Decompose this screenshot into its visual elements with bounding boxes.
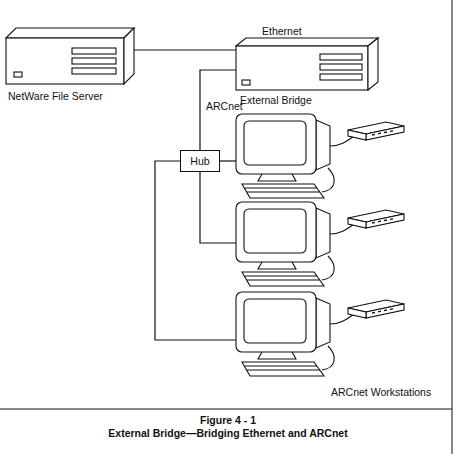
drive-bay (320, 74, 362, 80)
modem-front (366, 214, 404, 228)
power-switch (242, 80, 250, 85)
server-front (6, 38, 124, 84)
file-server-art (6, 28, 134, 84)
node-label: ARCnet Workstations (331, 386, 446, 398)
monitor-stand (258, 352, 296, 359)
monitor-back (316, 298, 330, 348)
server-top (6, 28, 134, 38)
workstation-art (236, 112, 406, 200)
network-label: ARCnet (206, 100, 243, 112)
monitor-body (236, 114, 316, 174)
modem-side (348, 218, 366, 228)
network-label: Ethernet (262, 25, 302, 37)
monitor-body (236, 202, 316, 262)
network-cable (155, 161, 236, 340)
keyboard-keys (245, 276, 320, 280)
modem-side (348, 308, 366, 318)
monitor-body (236, 292, 316, 352)
monitor-screen (244, 299, 306, 343)
modem-front (366, 304, 404, 318)
node-label: Hub (181, 155, 219, 167)
hub-box: Hub (180, 150, 220, 172)
server-side (124, 28, 134, 84)
external-bridge: External Bridge (236, 38, 378, 108)
modem-cable (330, 136, 354, 146)
external-bridge-art (236, 38, 378, 90)
figure-number: Figure 4 - 1 (0, 414, 456, 426)
drive-bay (72, 58, 116, 64)
drive-bay (320, 64, 362, 70)
monitor-back (316, 120, 330, 170)
bridge-side (368, 38, 378, 90)
keyboard-cable (322, 168, 334, 192)
keyboard-keys (245, 188, 320, 192)
modem-lights (372, 309, 393, 313)
network-cable (134, 49, 236, 50)
modem-cable (330, 314, 354, 324)
node-label: NetWare File Server (8, 90, 134, 102)
network-cable (200, 70, 236, 150)
caption-rule (0, 408, 452, 409)
workstation: ARCnet Workstations (236, 290, 446, 400)
workstation (236, 200, 406, 288)
drive-bay (72, 48, 116, 54)
bridge-top (236, 38, 378, 46)
drive-bay (320, 54, 362, 60)
frame-line (452, 0, 453, 454)
figure-caption: External Bridge—Bridging Ethernet and AR… (0, 427, 456, 439)
drive-bay (72, 68, 116, 74)
keyboard (242, 184, 324, 198)
keyboard-cable (322, 346, 334, 370)
monitor-stand (258, 174, 296, 181)
modem-front (366, 126, 404, 140)
network-cable (220, 160, 236, 161)
keyboard (242, 272, 324, 286)
monitor-screen (244, 121, 306, 165)
monitor-back (316, 208, 330, 258)
modem-lights (372, 131, 393, 135)
workstation (236, 112, 406, 200)
workstation-art (236, 290, 446, 378)
power-switch (14, 72, 22, 77)
keyboard (242, 362, 324, 376)
monitor-stand (258, 262, 296, 269)
modem-cable (330, 224, 354, 234)
keyboard-cable (322, 256, 334, 280)
network-cable (200, 172, 236, 243)
modem-side (348, 130, 366, 140)
monitor-screen (244, 209, 306, 253)
node-label: External Bridge (240, 94, 378, 106)
keyboard-keys (245, 366, 320, 370)
bridge-front (236, 46, 368, 90)
file-server: NetWare File Server (6, 28, 134, 104)
modem-lights (372, 219, 393, 223)
workstation-art (236, 200, 406, 288)
